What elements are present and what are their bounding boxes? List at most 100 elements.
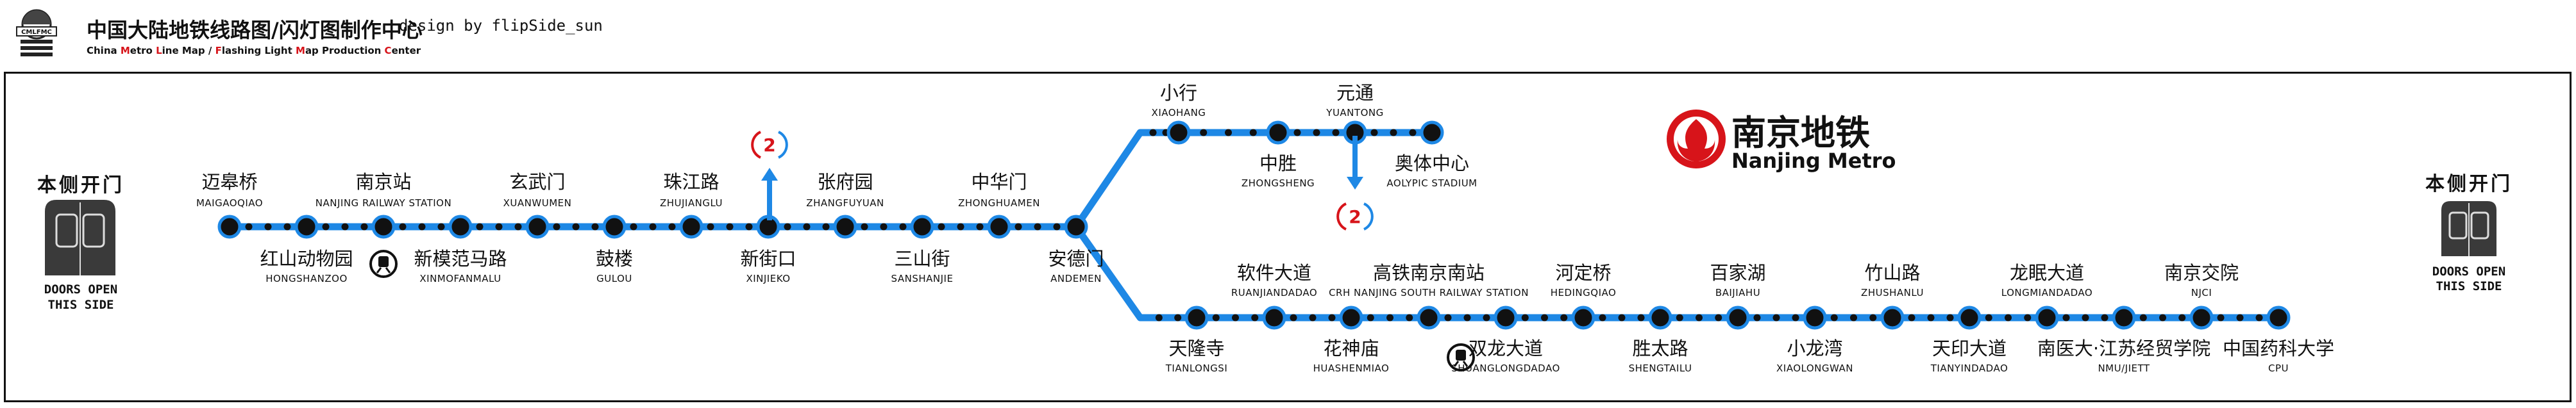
track-dot [264,223,272,231]
station-longmiandadao[interactable] [2035,306,2059,330]
track-dot [2217,314,2225,322]
transfer-xinjiekou: 2 [751,131,788,220]
arrow-up-icon [761,168,778,181]
station-name-cn: 胜太路 [1632,338,1688,359]
railway-station-icon [369,250,398,278]
station-name-en: NANJING RAILWAY STATION [316,197,451,209]
track-dot [1772,314,1780,322]
station-name-en: AOLYPIC STADIUM [1386,177,1477,189]
station-name-en: CRH NANJING SOUTH RAILWAY STATION [1329,287,1529,298]
track-dot [1830,314,1838,322]
track-dot [1293,129,1301,136]
station-name-cn: 鼓楼 [596,248,633,270]
track-dot [245,223,253,231]
track-dot [745,223,753,231]
subtitle-part: M [296,45,305,56]
station-name-cn: 小龙湾 [1787,338,1842,359]
track-dot [1155,314,1163,322]
track-dot [2101,314,2109,322]
cmlfmc-logo-icon: CMLFMC [16,9,57,56]
track-dot [1850,314,1857,322]
door-right-en2: THIS SIDE [2436,279,2502,293]
track-dot [1444,314,1452,322]
track-dot [1014,223,1022,231]
station-crh-nanjing-south-railway-station[interactable] [1417,306,1441,330]
station-sanshanjie[interactable] [910,215,934,239]
station-name-cn: 天隆寺 [1168,338,1224,359]
station-nanjing-railway-station[interactable] [371,215,396,239]
station-name-en: XINMOFANMALU [419,273,501,284]
track-dot [861,223,868,231]
station-zhongsheng[interactable] [1266,120,1290,145]
station-tianyindadao[interactable] [1957,306,1982,330]
subtitle-part: ap Production [305,45,385,56]
track-dot [707,223,714,231]
station-name-en: MAIGAOQIAO [196,197,263,209]
station-njci[interactable] [2189,306,2214,330]
station-name-en: RUANJIANDADAO [1231,287,1317,298]
station-nmu-jiett[interactable] [2112,306,2136,330]
station-shengtailu[interactable] [1648,306,1672,330]
track-dot [322,223,330,231]
station-name-en: GULOU [596,273,632,284]
station-cpu[interactable] [2266,306,2291,330]
track-dot [630,223,637,231]
station-ruanjiandadao[interactable] [1262,306,1286,330]
station-name-cn: 龙眠大道 [2010,262,2084,284]
subtitle-part: China [87,45,121,56]
track-dot [1715,314,1722,322]
station-name-en: ZHUJIANGLU [660,197,723,209]
station-gulou[interactable] [602,215,627,239]
station-xiaolongwan[interactable] [1803,306,1827,330]
station-hongshanzoo[interactable] [294,215,319,239]
track-dot [1637,314,1645,322]
header: CMLFMC 中国大陆地铁线路图/闪灯图制作中心 design by flipS… [0,0,2576,67]
station-tianlongsi[interactable] [1184,306,1209,330]
track-dot [1676,314,1683,322]
station-andemen[interactable] [1064,215,1088,239]
station-zhangfuyuan[interactable] [833,215,857,239]
brand-cn: 南京地铁 [1731,113,1870,153]
track-dot [437,223,445,231]
station-aolypic-stadium[interactable] [1420,120,1444,145]
station-xinmofanmalu[interactable] [448,215,473,239]
track-dot [1541,314,1548,322]
station-name-cn: 新模范马路 [414,248,507,270]
station-zhonghuamen[interactable] [987,215,1011,239]
station-zhujianglu[interactable] [679,215,703,239]
track-dot [1053,223,1061,231]
station-baijiahu[interactable] [1726,306,1750,330]
station-name-cn: 安德门 [1048,248,1104,270]
page-subtitle: China Metro Line Map / Flashing Light Ma… [87,45,421,56]
track-dot [976,223,984,231]
station-xiaohang[interactable] [1166,120,1191,145]
track-dot [1034,223,1041,231]
station-name-cn: 张府园 [817,171,873,193]
station-name-en: YUANTONG [1326,107,1383,118]
station-maigaoqiao[interactable] [217,215,242,239]
subtitle-part: etro [130,45,156,56]
track-dot [1249,129,1257,136]
train-door-left-icon [45,200,115,275]
track-dot [1409,129,1417,136]
track-dot [1200,129,1208,136]
station-name-cn: 百家湖 [1710,262,1765,284]
station-name-en: SHUANGLONGDADAO [1451,363,1560,374]
track-dot [2005,314,2012,322]
station-zhushanlu[interactable] [1880,306,1905,330]
station-xuanwumen[interactable] [525,215,550,239]
track-dot [360,223,368,231]
track-dot [1869,314,1877,322]
track-dot [283,223,291,231]
transfer-yuantong: 2 [1336,136,1374,231]
station-shuanglongdadao[interactable] [1494,306,1518,330]
station-name-en: SANSHANJIE [891,273,954,284]
track-dot [784,223,791,231]
station-name-cn: 玄武门 [509,171,565,193]
track-dot [1946,314,1954,322]
track-dot [399,223,407,231]
station-huashenmiao[interactable] [1339,306,1363,330]
track-dot [957,223,964,231]
track-dot [1225,129,1232,136]
station-hedingqiao[interactable] [1571,306,1595,330]
